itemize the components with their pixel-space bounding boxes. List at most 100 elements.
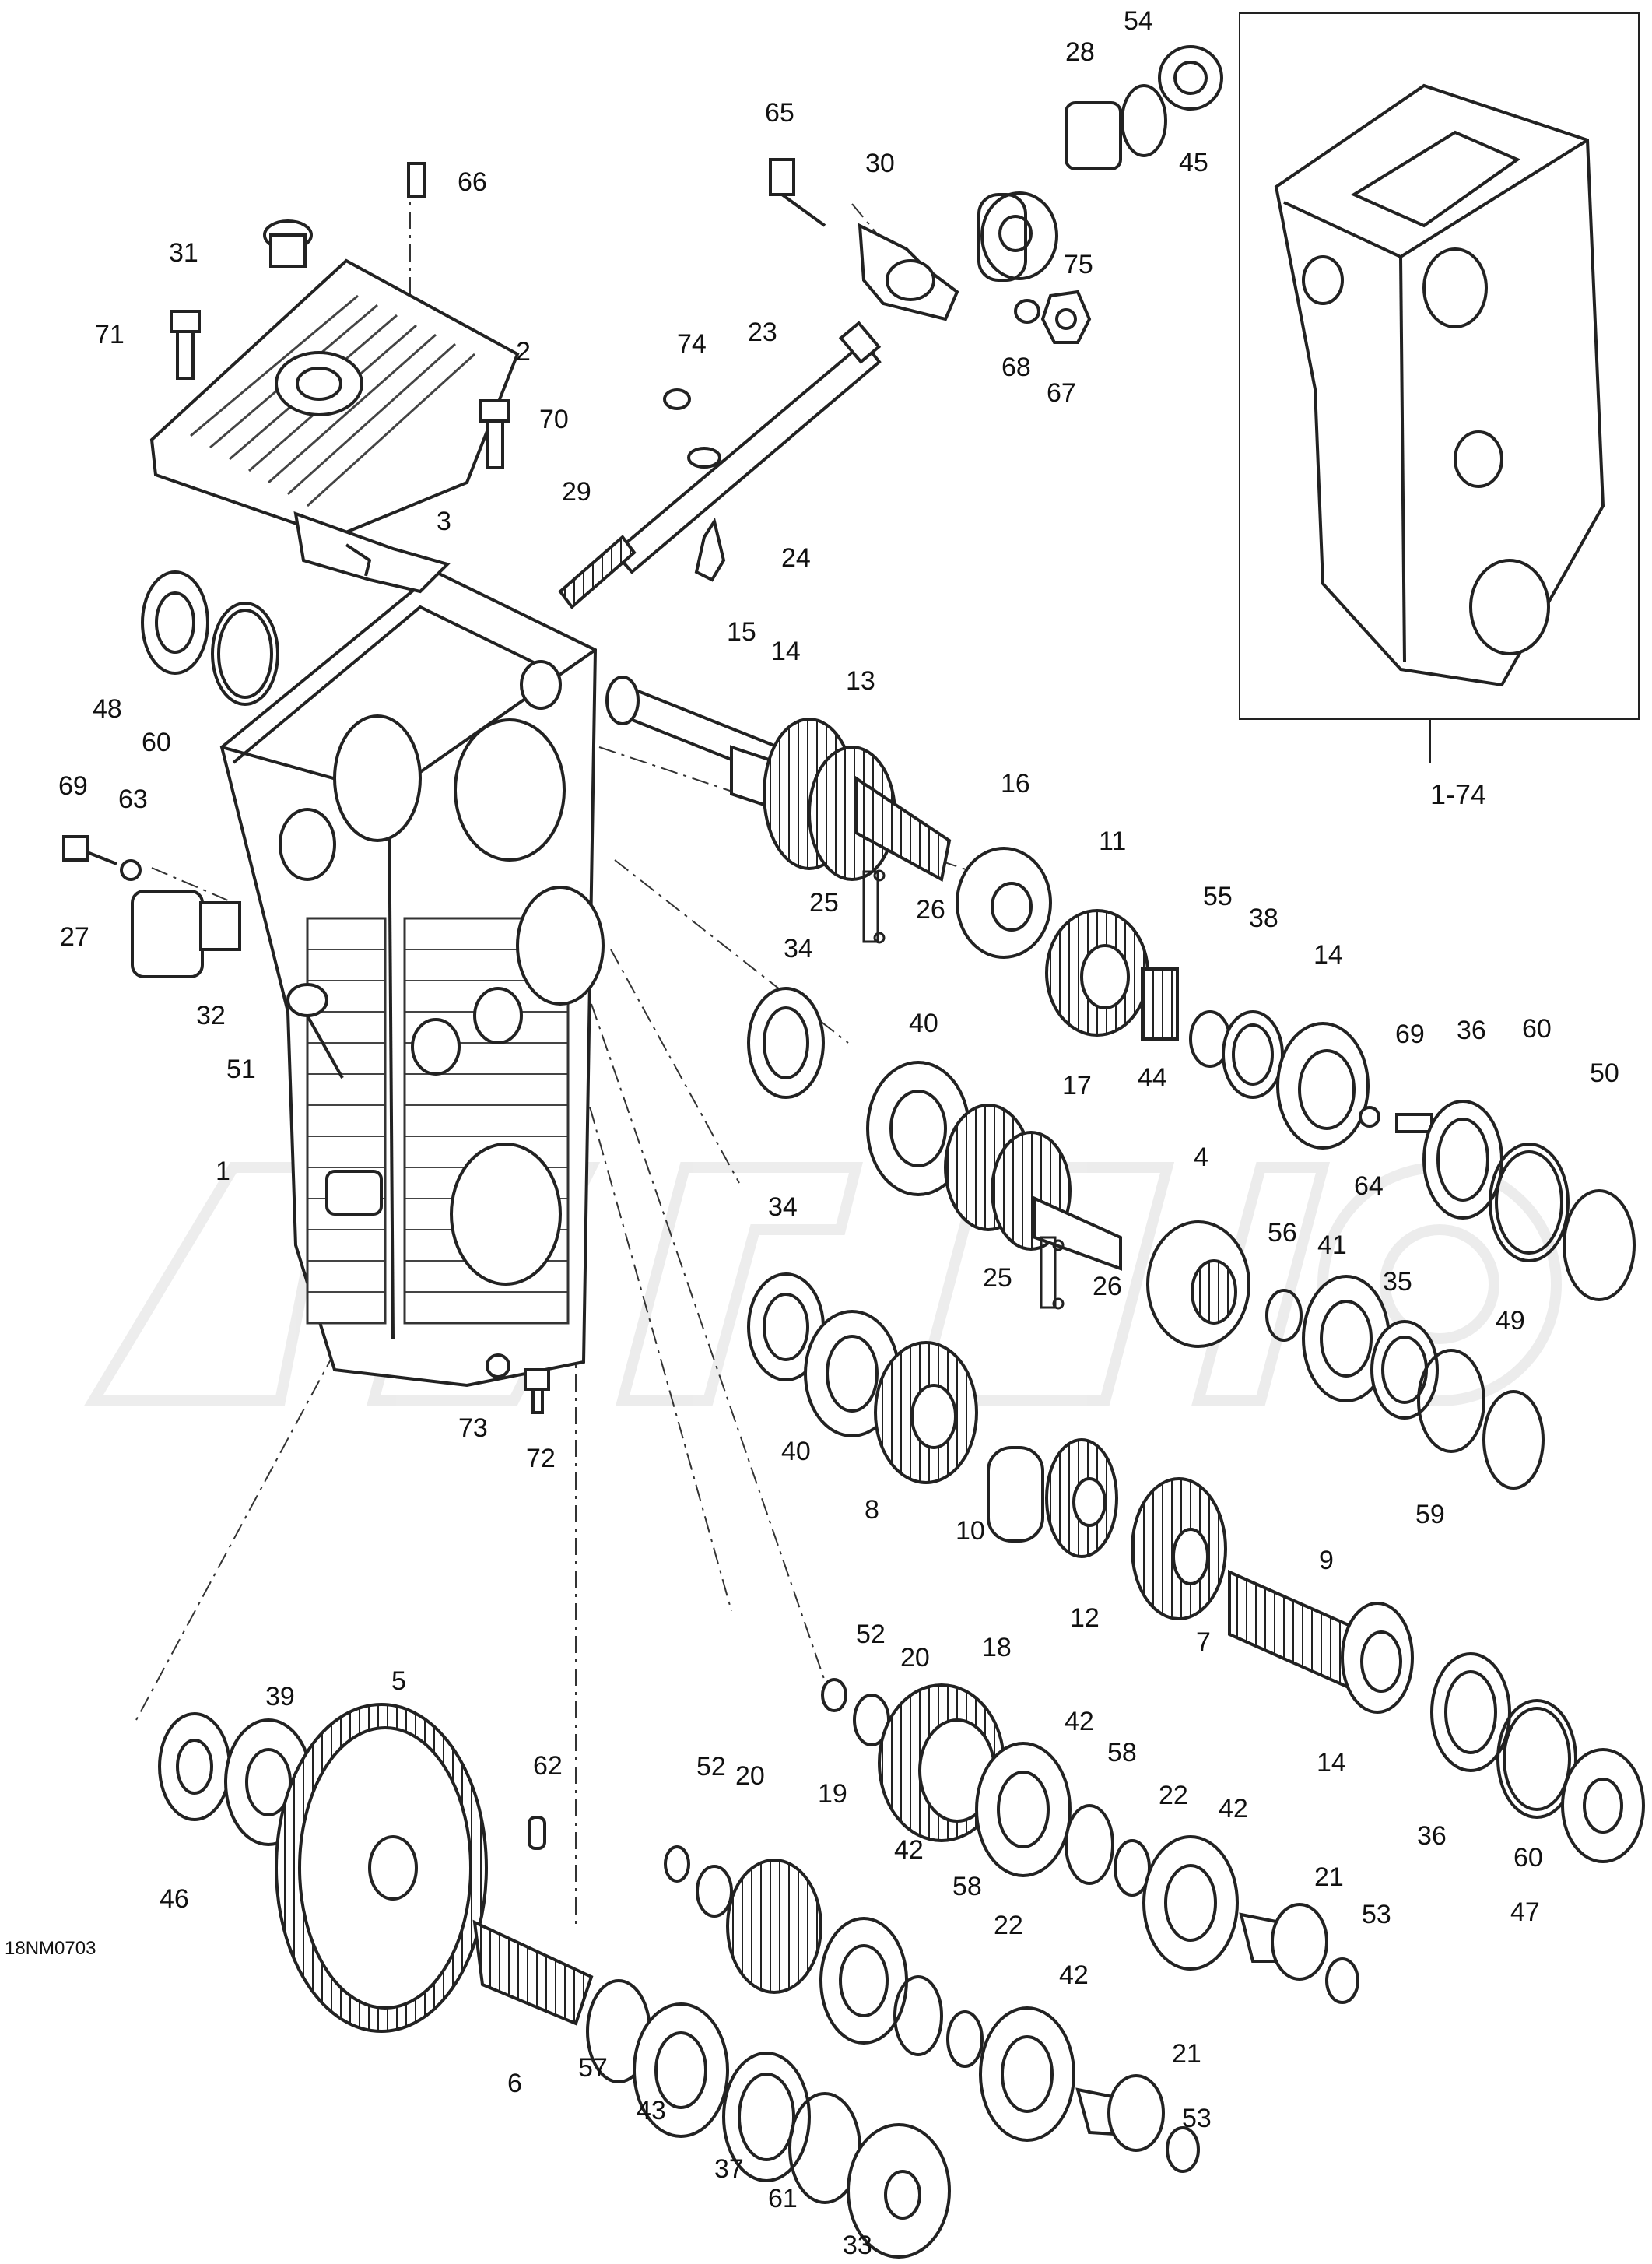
callout-20b: 20	[735, 1761, 765, 1791]
callout-14b: 14	[1314, 940, 1343, 970]
callout-1: 1	[216, 1157, 230, 1186]
callout-6: 6	[507, 2069, 522, 2098]
output-shaft-9	[747, 1272, 1645, 1863]
callout-53a: 53	[1362, 1900, 1391, 1929]
callout-38: 38	[1249, 904, 1278, 933]
callout-40a: 40	[909, 1009, 938, 1038]
callout-34a: 34	[784, 934, 813, 964]
callout-34b: 34	[768, 1192, 798, 1222]
shift-shaft-assembly	[558, 45, 1223, 609]
callout-52b: 52	[696, 1752, 726, 1781]
callout-48: 48	[93, 694, 122, 724]
callout-42d: 42	[1059, 1960, 1089, 1990]
callout-4: 4	[1194, 1143, 1208, 1172]
callout-55: 55	[1203, 882, 1233, 911]
callout-54: 54	[1124, 6, 1153, 36]
seal-48-ring-60	[141, 570, 279, 706]
callout-71: 71	[95, 320, 125, 349]
callout-60b: 60	[1522, 1014, 1552, 1044]
callout-23: 23	[748, 318, 777, 347]
callout-22b: 22	[994, 1911, 1023, 1940]
callout-45: 45	[1179, 148, 1208, 177]
left-bolts	[62, 162, 550, 1414]
callout-17: 17	[1062, 1071, 1092, 1100]
callout-11: 11	[1099, 827, 1127, 856]
countershaft-17	[747, 987, 1545, 1490]
callout-51: 51	[226, 1055, 256, 1084]
callout-72: 72	[526, 1444, 556, 1473]
callout-65: 65	[765, 98, 794, 128]
callout-12: 12	[1070, 1603, 1100, 1633]
callout-74: 74	[677, 329, 707, 359]
drawing-code: 18NM0703	[5, 1938, 96, 1959]
callout-66: 66	[458, 167, 487, 197]
callout-68: 68	[1001, 353, 1031, 382]
callout-31: 31	[169, 238, 198, 268]
callout-59: 59	[1415, 1500, 1445, 1529]
callout-40b: 40	[781, 1437, 811, 1466]
callout-29: 29	[562, 477, 591, 507]
callout-42b: 42	[1219, 1794, 1248, 1823]
callout-62: 62	[533, 1751, 563, 1781]
callout-44: 44	[1138, 1063, 1167, 1093]
callout-50: 50	[1590, 1058, 1619, 1088]
callout-58b: 58	[952, 1872, 982, 1901]
callout-20a: 20	[900, 1643, 930, 1673]
callout-69a: 69	[58, 771, 88, 801]
callout-35: 35	[1383, 1267, 1412, 1297]
callout-41: 41	[1317, 1230, 1347, 1260]
callout-42c: 42	[894, 1835, 924, 1865]
callout-18: 18	[982, 1633, 1012, 1662]
callout-32: 32	[196, 1001, 226, 1030]
callout-26b: 26	[1093, 1272, 1122, 1301]
callout-69b: 69	[1395, 1020, 1425, 1049]
gear-train-18-19	[664, 1678, 1359, 2173]
callout-49: 49	[1496, 1306, 1525, 1336]
callout-24: 24	[781, 543, 811, 573]
callout-2: 2	[516, 337, 531, 367]
callout-30: 30	[865, 149, 895, 178]
inset-label: 1-74	[1430, 778, 1487, 810]
callout-13: 13	[846, 666, 875, 696]
callout-58a: 58	[1107, 1738, 1137, 1767]
right-seals-upper	[1422, 1100, 1636, 1301]
callout-56: 56	[1268, 1218, 1297, 1248]
callout-5: 5	[391, 1666, 406, 1696]
top-cover	[149, 258, 520, 594]
callout-3: 3	[437, 507, 451, 536]
callout-63: 63	[118, 785, 148, 814]
callout-16: 16	[1001, 769, 1030, 799]
callout-64: 64	[1354, 1171, 1384, 1201]
callout-9: 9	[1319, 1546, 1334, 1575]
callout-8: 8	[865, 1495, 879, 1525]
callout-57: 57	[578, 2053, 608, 2083]
callout-15: 15	[727, 617, 756, 647]
callout-46: 46	[160, 1884, 189, 1914]
callout-36a: 36	[1457, 1016, 1486, 1045]
callout-75: 75	[1064, 250, 1093, 279]
callout-53b: 53	[1182, 2104, 1212, 2133]
callout-43: 43	[637, 2096, 666, 2125]
callout-25a: 25	[809, 888, 839, 918]
callout-21b: 21	[1172, 2039, 1201, 2069]
callout-39: 39	[265, 1682, 295, 1711]
callout-28: 28	[1065, 37, 1095, 67]
input-shaft-15	[605, 676, 952, 883]
callout-14a: 14	[771, 637, 801, 666]
callout-26a: 26	[916, 895, 945, 925]
callout-7: 7	[1196, 1627, 1211, 1657]
callout-14c: 14	[1317, 1748, 1346, 1778]
callout-10: 10	[956, 1516, 985, 1546]
callout-36b: 36	[1417, 1821, 1447, 1851]
callout-19: 19	[818, 1779, 847, 1809]
transmission-housing	[219, 570, 605, 1388]
callout-60a: 60	[142, 728, 171, 757]
callout-21a: 21	[1314, 1862, 1344, 1892]
detent-springs	[862, 869, 1065, 1310]
callout-22a: 22	[1159, 1781, 1188, 1810]
callout-61: 61	[768, 2184, 798, 2213]
callout-67: 67	[1047, 378, 1076, 408]
dog-clutch-16-gear-11	[956, 847, 1433, 1150]
callout-73: 73	[458, 1413, 488, 1443]
